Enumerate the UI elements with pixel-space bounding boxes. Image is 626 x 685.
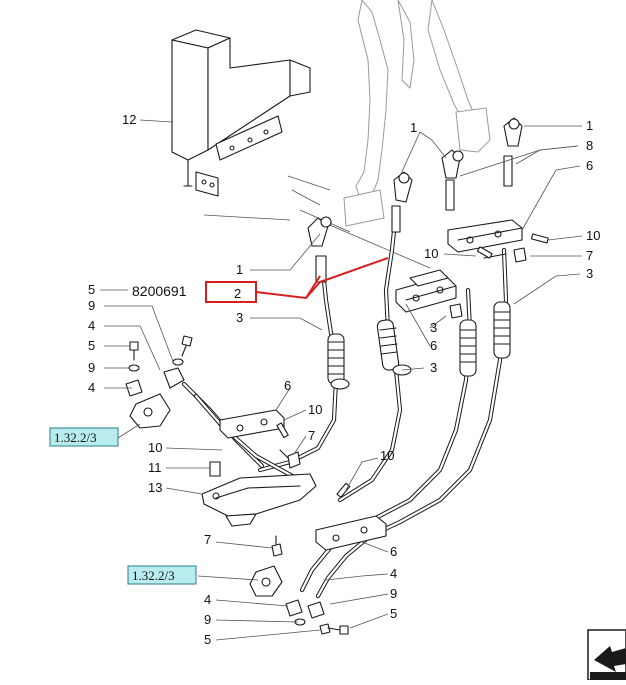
highlighted-item-label: 2 (234, 286, 241, 301)
callout-13: 13 (148, 480, 162, 495)
callout-11: 11 (148, 460, 162, 475)
callout-1: 1 (586, 118, 593, 133)
callout-6: 6 (284, 378, 291, 393)
callout-3: 3 (430, 360, 437, 375)
gear-lever-ghost (203, 0, 491, 269)
bracket-12 (171, 29, 311, 197)
cable-boots (327, 301, 511, 390)
part-number-label: 8200691 (132, 283, 187, 299)
callout-4: 4 (88, 380, 95, 395)
callout-1: 1 (410, 120, 417, 135)
reference-link-top[interactable]: 1.32.2/3 (49, 427, 119, 447)
callout-10: 10 (380, 448, 394, 463)
rod-ends (307, 117, 523, 283)
bolts-pins (209, 233, 549, 557)
callout-1: 1 (236, 262, 243, 277)
bracket-13 (201, 473, 317, 527)
callout-5: 5 (88, 338, 95, 353)
leader-lines (100, 119, 583, 641)
callout-7: 7 (586, 248, 593, 263)
callout-6: 6 (430, 338, 437, 353)
callout-4: 4 (390, 566, 397, 581)
callout-9: 9 (88, 298, 95, 313)
clamp-blocks (219, 219, 523, 551)
reference-label[interactable]: 1.32.2/3 (132, 568, 175, 583)
callout-7: 7 (308, 428, 315, 443)
callout-6: 6 (586, 158, 593, 173)
callout-8: 8 (586, 138, 593, 153)
highlight-callout (205, 257, 389, 303)
callout-10: 10 (148, 440, 162, 455)
callout-5: 5 (88, 282, 95, 297)
callout-3: 3 (236, 310, 243, 325)
callout-labels: 12 1 1 8 6 10 10 7 3 1 3 5 8200691 2 9 4… (88, 112, 600, 647)
callout-5: 5 (204, 632, 211, 647)
next-page-arrow-icon[interactable] (587, 629, 626, 681)
callout-6: 6 (390, 544, 397, 559)
callout-4: 4 (88, 318, 95, 333)
callout-4: 4 (204, 592, 211, 607)
reference-label[interactable]: 1.32.2/3 (54, 430, 97, 445)
callout-9: 9 (204, 612, 211, 627)
pivot-brackets (125, 367, 325, 619)
callout-10: 10 (424, 246, 438, 261)
callout-9: 9 (390, 586, 397, 601)
reference-link-bottom[interactable]: 1.32.2/3 (127, 565, 197, 585)
callout-3: 3 (430, 320, 437, 335)
callout-10: 10 (586, 228, 600, 243)
callout-9: 9 (88, 360, 95, 375)
callout-3: 3 (586, 266, 593, 281)
callout-12: 12 (122, 112, 136, 127)
callout-7: 7 (204, 532, 211, 547)
callout-10: 10 (308, 402, 322, 417)
callout-5: 5 (390, 606, 397, 621)
